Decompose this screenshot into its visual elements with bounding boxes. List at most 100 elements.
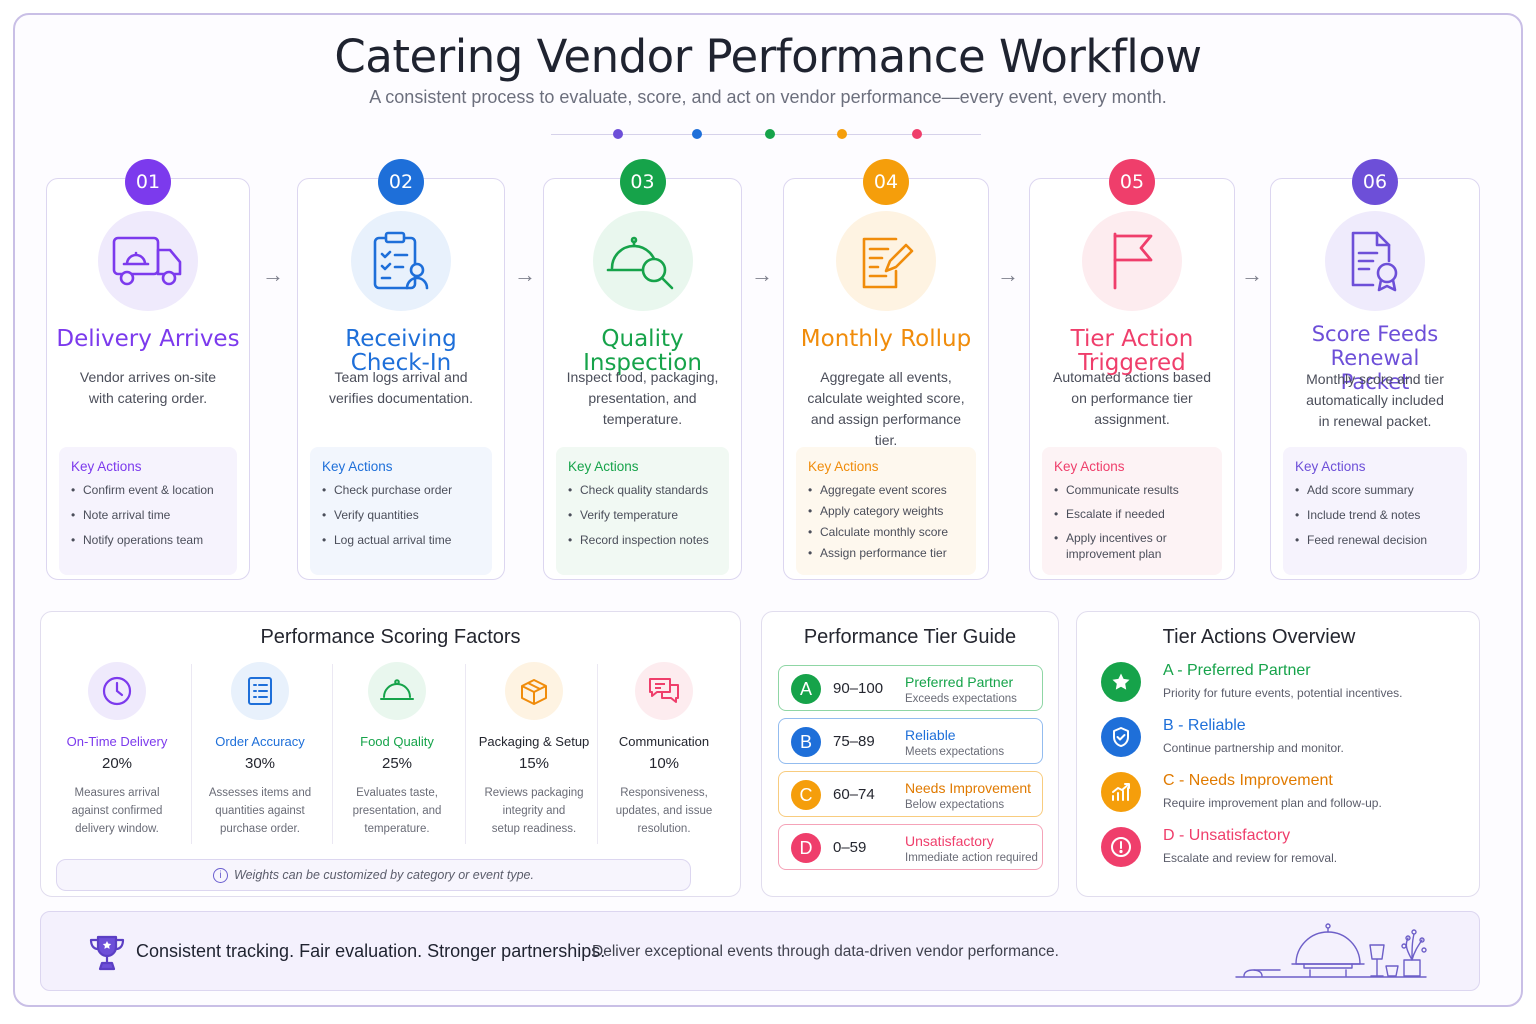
- tier-desc: Immediate action required: [905, 852, 1038, 864]
- factor-order-accuracy: Order Accuracy 30% Assesses items and qu…: [195, 660, 325, 856]
- key-action-item: Apply category weights: [808, 503, 964, 519]
- tier-action-desc: Continue partnership and monitor.: [1163, 741, 1344, 755]
- key-action-item: Check quality standards: [568, 482, 717, 498]
- tier-action-b: B - Reliable Continue partnership and mo…: [1101, 717, 1471, 769]
- step-number-badge: 03: [619, 159, 666, 205]
- desc-line: Evaluates taste,: [356, 787, 438, 799]
- key-action-item: Verify temperature: [568, 507, 717, 523]
- key-actions-box: Key Actions Confirm event & location Not…: [59, 447, 237, 575]
- step-title: Quality Inspection: [583, 326, 702, 376]
- step-number-badge: 05: [1109, 159, 1155, 205]
- scoring-factors-panel: Performance Scoring Factors On-Time Deli…: [40, 611, 741, 897]
- tier-row-d: D 0–59 Unsatisfactory Immediate action r…: [778, 824, 1043, 870]
- page-title: Catering Vendor Performance Workflow: [334, 30, 1202, 83]
- step-title: Score Feeds Renewal Packet: [1277, 322, 1473, 394]
- desc-line: delivery window.: [75, 823, 159, 835]
- factor-packaging-setup: Packaging & Setup 15% Reviews packaging …: [469, 660, 599, 856]
- key-actions-title: Key Actions: [1054, 459, 1125, 474]
- factor-communication: Communication 10% Responsiveness, update…: [599, 660, 729, 856]
- desc-line: Assesses items and: [208, 787, 312, 799]
- factor-description: Measures arrival against confirmed deliv…: [52, 784, 182, 838]
- step-number-badge: 01: [125, 159, 171, 205]
- tier-action-a: A - Preferred Partner Priority for futur…: [1101, 662, 1471, 714]
- step-description: Automated actions based on performance t…: [1044, 367, 1220, 430]
- desc-line: automatically included: [1306, 392, 1444, 408]
- tier-action-d: D - Unsatisfactory Escalate and review f…: [1101, 827, 1471, 879]
- weights-note-text: Weights can be customized by category or…: [234, 868, 534, 882]
- trend-chart-icon: [1101, 772, 1141, 812]
- key-action-item: Communicate results: [1054, 482, 1210, 498]
- desc-line: calculate weighted score,: [807, 390, 965, 406]
- step-description: Team logs arrival and verifies documenta…: [312, 367, 490, 409]
- star-icon: [1101, 662, 1141, 702]
- footer-subline: Deliver exceptional events through data-…: [592, 943, 1059, 960]
- desc-line: temperature.: [364, 823, 430, 835]
- desc-line: Monthly score and tier: [1306, 371, 1444, 387]
- desc-line: Measures arrival: [74, 787, 160, 799]
- alert-icon: [1101, 827, 1141, 867]
- desc-line: temperature.: [602, 411, 683, 427]
- tier-action-name: D - Unsatisfactory: [1163, 827, 1291, 844]
- tier-row-b: B 75–89 Reliable Meets expectations: [778, 718, 1043, 764]
- title-line: Score Feeds Renewal: [1311, 322, 1439, 370]
- step-number-badge: 04: [863, 159, 909, 205]
- page-subtitle: A consistent process to evaluate, score,…: [369, 87, 1167, 107]
- dot: [765, 129, 775, 139]
- dot: [613, 129, 623, 139]
- info-icon: i: [213, 867, 229, 883]
- tier-action-name: A - Preferred Partner: [1163, 662, 1311, 679]
- factor-description: Assesses items and quantities against pu…: [195, 784, 325, 838]
- chat-bubbles-icon: [635, 662, 693, 720]
- divider: [191, 664, 192, 844]
- tier-letter: D: [791, 833, 821, 863]
- divider: [332, 664, 333, 844]
- desc-line: quantities against: [215, 805, 305, 817]
- desc-line: Vendor arrives on-site: [79, 369, 217, 385]
- step-card-tier-action: 05 Tier Action Triggered Automated actio…: [1029, 159, 1235, 580]
- step-title: Monthly Rollup: [800, 326, 972, 352]
- tier-name: Needs Improvement: [905, 780, 1032, 796]
- divider: [465, 664, 466, 844]
- desc-line: setup readiness.: [491, 823, 577, 835]
- tier-actions-panel: Tier Actions Overview A - Preferred Part…: [1076, 611, 1480, 897]
- desc-line: presentation, and: [588, 390, 697, 406]
- desc-line: verifies documentation.: [329, 390, 473, 406]
- factor-description: Responsiveness, updates, and issue resol…: [599, 784, 729, 838]
- key-actions-box: Key Actions Add score summary Include tr…: [1283, 447, 1467, 575]
- tier-letter: C: [791, 780, 821, 810]
- desc-line: Team logs arrival and: [334, 369, 468, 385]
- step-title: Tier Action Triggered: [1070, 326, 1194, 376]
- key-actions-title: Key Actions: [322, 459, 393, 474]
- arrow-right-icon: →: [997, 262, 1019, 287]
- clock-icon: [88, 662, 146, 720]
- desc-line: Responsiveness,: [620, 787, 708, 799]
- key-actions-box: Key Actions Communicate results Escalate…: [1042, 447, 1222, 575]
- tier-action-desc: Priority for future events, potential in…: [1163, 686, 1403, 700]
- tier-desc: Below expectations: [905, 799, 1005, 811]
- factor-weight: 30%: [244, 755, 276, 772]
- key-action-item: Log actual arrival time: [322, 532, 480, 548]
- desc-line: Reviews packaging: [484, 787, 584, 799]
- key-action-item: Assign performance tier: [808, 545, 964, 561]
- step-title: Delivery Arrives: [56, 326, 240, 352]
- desc-line: resolution.: [637, 823, 691, 835]
- key-action-item: Notify operations team: [71, 532, 225, 548]
- key-action-item: Add score summary: [1295, 482, 1455, 498]
- tier-letter: B: [791, 727, 821, 757]
- factor-weight: 10%: [648, 755, 680, 772]
- key-action-item: Confirm event & location: [71, 482, 225, 498]
- shield-check-icon: [1101, 717, 1141, 757]
- arrow-right-icon: →: [262, 262, 284, 287]
- arrow-right-icon: →: [751, 262, 773, 287]
- panel-title: Performance Scoring Factors: [260, 626, 521, 648]
- cloche-icon: [368, 662, 426, 720]
- factor-description: Reviews packaging integrity and setup re…: [469, 784, 599, 838]
- factor-description: Evaluates taste, presentation, and tempe…: [332, 784, 462, 838]
- tier-range: 0–59: [833, 839, 867, 856]
- tier-row-c: C 60–74 Needs Improvement Below expectat…: [778, 771, 1043, 817]
- key-actions-box: Key Actions Aggregate event scores Apply…: [796, 447, 976, 575]
- clipboard-checklist-icon: [351, 211, 451, 311]
- key-actions-title: Key Actions: [808, 459, 879, 474]
- tier-range: 60–74: [833, 786, 875, 803]
- key-action-item: Calculate monthly score: [808, 524, 964, 540]
